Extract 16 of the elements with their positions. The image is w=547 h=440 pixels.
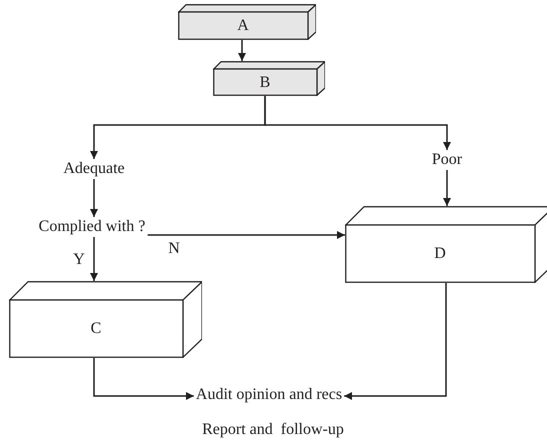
box-label: C [90,321,102,337]
arrow [93,358,194,400]
arrow [443,170,451,206]
flow-text: Complied with ? [36,217,148,237]
arrow [90,179,98,217]
arrow [344,283,447,400]
arrow [238,40,246,61]
arrow [90,237,98,281]
arrow [264,96,451,150]
flow-text: Audit opinion and recs [194,385,344,405]
arrow [147,231,345,239]
box-label: A [237,18,249,34]
box-label: B [260,74,270,90]
caption-text: Report and follow-up [202,422,344,438]
flow-text: Adequate [61,159,127,179]
box-label: D [434,246,446,262]
